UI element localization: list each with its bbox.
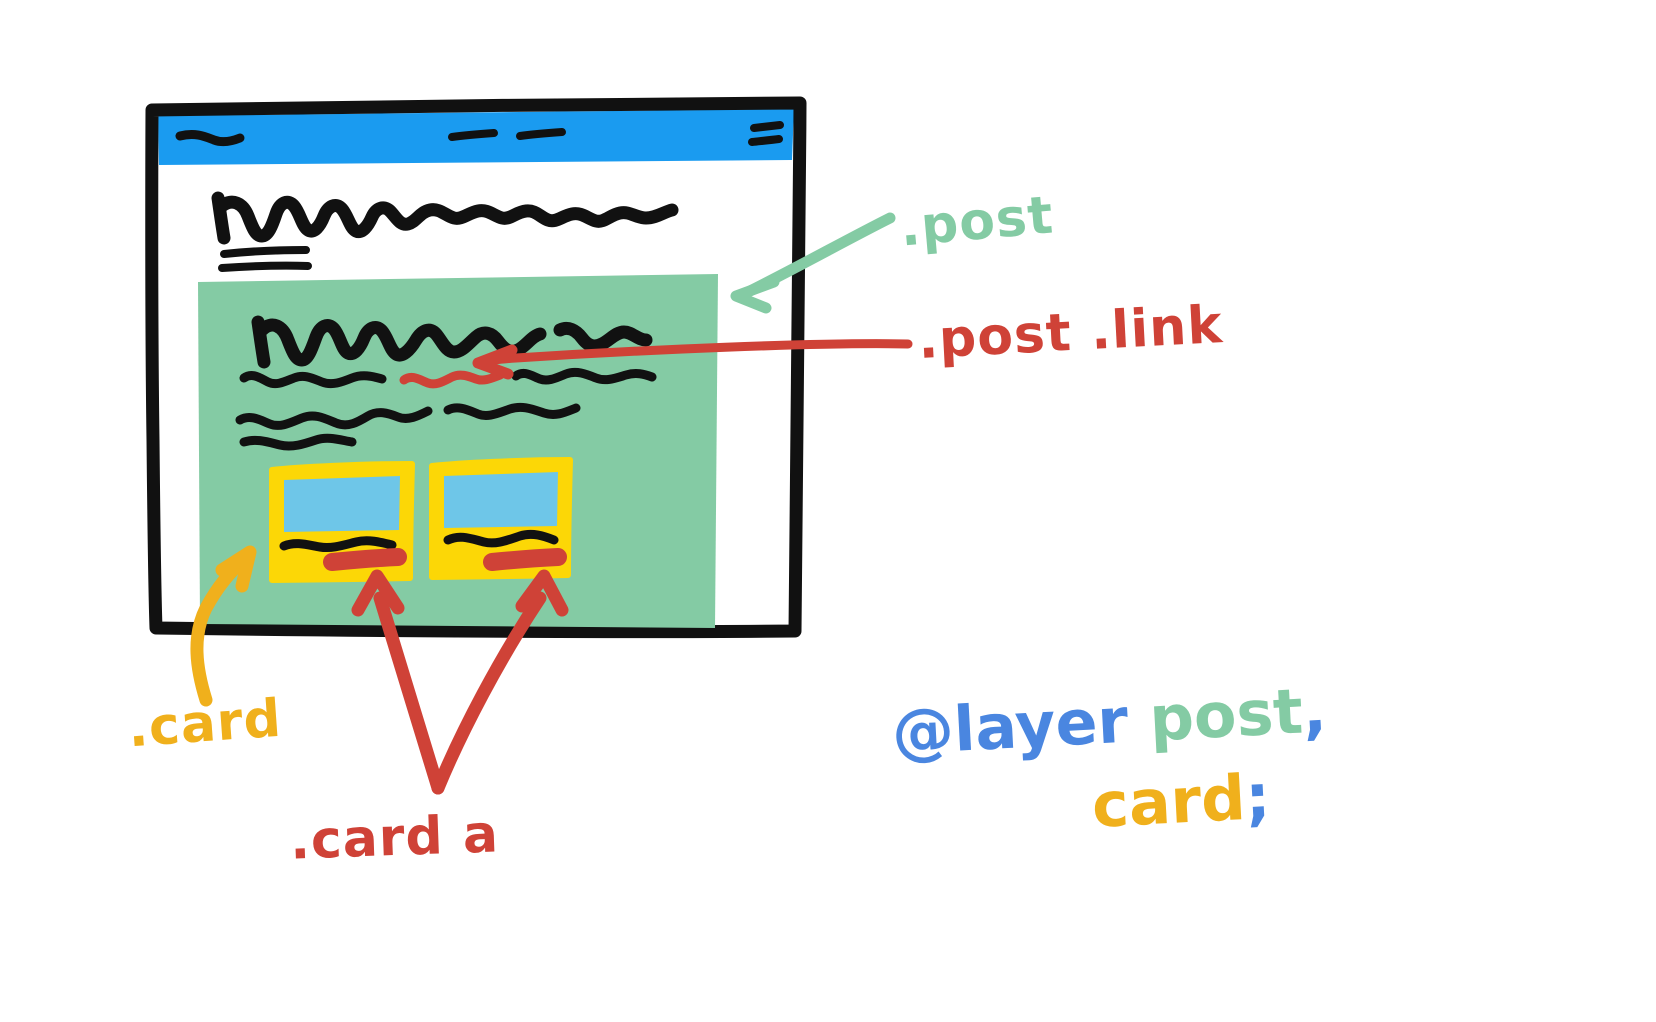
semicolon-terminator: ; xyxy=(1243,759,1273,835)
body-line-2a xyxy=(235,406,433,430)
post-title-scribble xyxy=(251,315,653,369)
body-line-2b xyxy=(443,402,581,420)
logo-scribble[interactable] xyxy=(175,130,245,147)
at-layer-keyword: @layer xyxy=(890,683,1130,769)
layer-rule-line-2: card; xyxy=(1090,752,1493,842)
card-1[interactable] xyxy=(268,461,415,583)
card-2-title-scribble xyxy=(443,529,559,548)
nav-item-1[interactable] xyxy=(448,129,498,141)
css-layer-rule: @layer post, card; xyxy=(890,673,1493,900)
card-1-link-bar[interactable] xyxy=(323,548,407,571)
page-header xyxy=(211,191,679,272)
subtitle-rule-1 xyxy=(220,246,310,258)
layer-name-post: post xyxy=(1147,674,1305,756)
card-2-link-bar[interactable] xyxy=(483,548,567,571)
heading-scribble xyxy=(211,191,679,245)
nav-item-2[interactable] xyxy=(516,128,566,140)
card-a-arrow xyxy=(351,569,569,795)
post-arrow xyxy=(730,212,896,314)
post-link-arrow xyxy=(472,339,913,380)
subtitle-rule-2 xyxy=(218,261,312,272)
annotation-card-a-label: .card a xyxy=(289,804,500,872)
card-arrow xyxy=(190,545,257,707)
annotation-card-label: .card xyxy=(126,688,284,760)
layer-name-card: card xyxy=(1090,761,1248,843)
card-1-title-scribble xyxy=(279,536,397,552)
card-1-thumbnail xyxy=(284,476,400,532)
body-line-3 xyxy=(239,433,357,451)
body-line-1-right xyxy=(511,367,657,385)
card-2[interactable] xyxy=(428,457,573,580)
browser-frame-outline xyxy=(145,96,807,639)
post-link-scribble[interactable] xyxy=(399,370,505,389)
comma-separator: , xyxy=(1300,673,1329,748)
body-line-1-left xyxy=(239,371,387,389)
hamburger-menu-icon[interactable] xyxy=(748,121,784,146)
browser-mockup xyxy=(145,96,807,639)
card-2-thumbnail xyxy=(444,472,558,528)
